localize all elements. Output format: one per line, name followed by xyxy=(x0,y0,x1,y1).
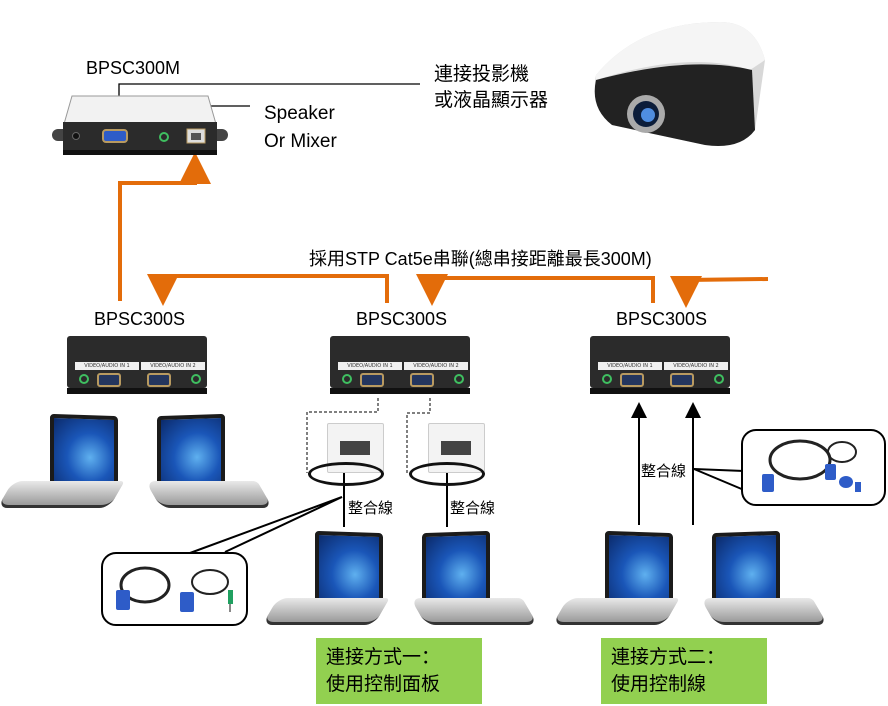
audio-jack-icon xyxy=(79,374,89,384)
link-slave3-to-slave2 xyxy=(416,274,655,306)
input-label-strip: VIDEO/AUDIO IN 2 xyxy=(141,362,205,370)
dashed-link-plate2 xyxy=(406,398,431,473)
input-label-strip: VIDEO/AUDIO IN 1 xyxy=(598,362,662,370)
vga-port-icon xyxy=(97,373,121,387)
right-cable-callout xyxy=(741,429,886,506)
dashed-link-plate1 xyxy=(306,398,379,473)
method-two-box: 連接方式二： 使用控制線 xyxy=(601,638,767,704)
display-callout-line2: 或液晶顯示器 xyxy=(434,89,549,111)
vga-port-icon xyxy=(670,373,694,387)
method-one-line2: 使用控制面板 xyxy=(326,673,441,695)
laptop-icon xyxy=(410,532,530,627)
vga-port-icon xyxy=(620,373,644,387)
laptop-icon xyxy=(270,532,390,627)
audio-jack-icon xyxy=(454,374,464,384)
control-panel-plate-2 xyxy=(409,423,485,486)
master-device-image xyxy=(52,95,228,155)
cable-label-3: 整合線 xyxy=(641,459,687,483)
left-callout-pointer xyxy=(189,496,343,554)
audio-jack-icon xyxy=(342,374,352,384)
link-slave2-to-slave1 xyxy=(147,274,389,306)
slave2-model-label: BPSC300S xyxy=(356,309,448,329)
daisy-chain-label: 採用STP Cat5e串聯(總串接距離最長300M) xyxy=(309,249,652,269)
device-base xyxy=(330,388,470,394)
audio-callout-line1: Speaker xyxy=(264,103,335,124)
vga-audio-cable-icon xyxy=(116,566,233,612)
input-label-strip: VIDEO/AUDIO IN 2 xyxy=(664,362,728,370)
projector-icon xyxy=(594,22,765,146)
laptop-icon xyxy=(5,415,125,510)
input-label-strip: VIDEO/AUDIO IN 1 xyxy=(75,362,139,370)
vga-port-icon xyxy=(360,373,384,387)
cable-label-1: 整合線 xyxy=(348,499,394,517)
audio-callout-line2: Or Mixer xyxy=(264,131,337,152)
laptop-icon xyxy=(560,532,680,627)
audio-jack-icon xyxy=(602,374,612,384)
input-label-strip: VIDEO/AUDIO IN 2 xyxy=(404,362,468,370)
method-two-line2: 使用控制線 xyxy=(611,673,707,695)
slave1-model-label: BPSC300S xyxy=(94,309,186,329)
audio-jack-icon xyxy=(191,374,201,384)
control-cable-icon xyxy=(762,439,861,492)
vga-port-icon xyxy=(410,373,434,387)
device-base xyxy=(590,388,730,394)
control-panel-plate-1 xyxy=(308,423,384,486)
master-model-label: BPSC300M xyxy=(86,58,181,78)
cable-label-2: 整合線 xyxy=(450,499,496,517)
audio-jack-icon xyxy=(714,374,724,384)
input-label-strip: VIDEO/AUDIO IN 1 xyxy=(338,362,402,370)
method-one-line1: 連接方式一： xyxy=(326,646,441,668)
method-two-line1: 連接方式二： xyxy=(611,646,726,668)
laptop-icon xyxy=(700,532,820,627)
vga-port-icon xyxy=(147,373,171,387)
link-next-to-slave3 xyxy=(670,276,769,308)
link-slave1-to-master xyxy=(118,152,211,301)
laptop-icon xyxy=(145,415,265,510)
display-callout-line1: 連接投影機 xyxy=(434,63,530,85)
method-one-box: 連接方式一： 使用控制面板 xyxy=(316,638,482,704)
device-base xyxy=(67,388,207,394)
slave3-model-label: BPSC300S xyxy=(616,309,708,329)
right-callout-pointer xyxy=(693,468,745,491)
